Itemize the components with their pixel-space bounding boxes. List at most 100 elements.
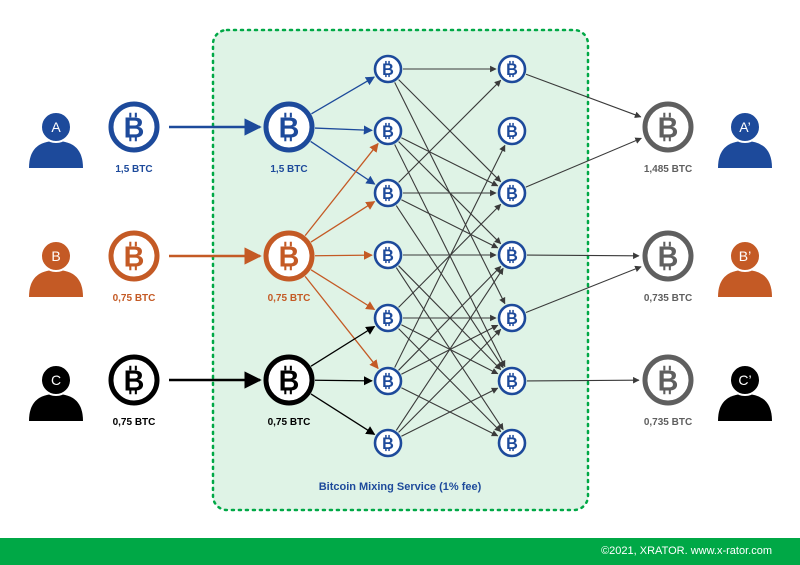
person-label: C’	[738, 372, 751, 388]
bitcoin-icon: B	[382, 310, 394, 328]
bitcoin-icon: B	[382, 61, 394, 79]
mix-input-edge	[310, 269, 376, 311]
payout-edge	[526, 252, 640, 260]
bitcoin-icon: B	[506, 185, 518, 203]
mixer-input-coin-c: B	[263, 354, 315, 406]
person-label: A	[51, 119, 61, 135]
bitcoin-icon: B	[382, 185, 394, 203]
user-icon	[718, 270, 772, 297]
bitcoin-icon: B	[279, 241, 300, 273]
mix-input-edge	[314, 376, 373, 386]
mix-input-edge	[311, 76, 375, 115]
payout-edge	[525, 73, 642, 118]
user-icon	[718, 394, 772, 421]
receiver-b2: B’	[718, 240, 772, 297]
mix-coin-stage2: B	[497, 366, 527, 396]
mix-input-edge	[310, 325, 376, 367]
receiver-c2: C’	[718, 364, 772, 421]
bitcoin-icon: B	[658, 365, 679, 397]
sender-amount: 0,75 BTC	[113, 293, 156, 304]
mix-edge	[401, 137, 499, 187]
mixing-diagram: A B B B C B B B B B B B B B B B B B B B B B B B A’ B B’ B C’ 1,5 BTC…	[29, 28, 772, 512]
mix-input-edge	[314, 125, 373, 135]
bitcoin-icon: B	[124, 241, 145, 273]
bitcoin-icon: B	[382, 373, 394, 391]
mix-input-edge	[304, 275, 379, 370]
bitcoin-icon: B	[506, 373, 518, 391]
receiver-amount: 0,735 BTC	[644, 293, 692, 304]
mix-coin-stage2: B	[497, 116, 527, 146]
mix-edge	[401, 199, 499, 249]
mix-coin-stage1: B	[373, 116, 403, 146]
user-icon	[29, 394, 83, 421]
receiver-amount: 0,735 BTC	[644, 417, 692, 428]
mixer-input-coin-a: B	[263, 101, 315, 153]
bitcoin-icon: B	[279, 365, 300, 397]
mix-input-edge	[310, 140, 376, 185]
mix-edge	[395, 205, 504, 369]
mix-edge	[398, 79, 502, 183]
payout-edge	[525, 137, 642, 188]
mix-coin-stage2: B	[497, 240, 527, 270]
person-label: A’	[739, 119, 750, 135]
user-icon	[29, 141, 83, 168]
user-icon	[29, 270, 83, 297]
bitcoin-icon: B	[658, 241, 679, 273]
sender-coin-c: B	[108, 354, 160, 406]
bitcoin-icon: B	[506, 61, 518, 79]
bitcoin-icon: B	[506, 435, 518, 453]
mix-input-edge	[310, 393, 376, 435]
transaction-edges	[169, 65, 642, 437]
mixer-input-amount: 0,75 BTC	[268, 417, 311, 428]
mix-input-edge	[304, 142, 379, 237]
sender-coin-a: B	[108, 101, 160, 153]
transaction-nodes: A B B B C B B B B B B B B B B B B B B B B B B B A’ B B’ B C’	[29, 54, 772, 458]
mix-edge	[398, 265, 502, 371]
bitcoin-icon: B	[124, 365, 145, 397]
footer-bar: ©2021, XRATOR. www.x-rator.com	[0, 538, 800, 565]
mix-coin-stage2: B	[497, 178, 527, 208]
bitcoin-icon: B	[382, 123, 394, 141]
mix-coin-stage1: B	[373, 178, 403, 208]
mixer-input-amount: 1,5 BTC	[270, 164, 307, 175]
receiver-coin-a2: B	[642, 101, 694, 153]
sender-a: A	[29, 111, 83, 168]
copyright-text: ©2021, XRATOR. www.x-rator.com	[601, 545, 772, 557]
user-icon	[718, 141, 772, 168]
bitcoin-icon: B	[382, 435, 394, 453]
sender-amount: 1,5 BTC	[115, 164, 152, 175]
mix-coin-stage2: B	[497, 303, 527, 333]
receiver-amount: 1,485 BTC	[644, 164, 692, 175]
mix-input-edge	[310, 201, 376, 243]
person-label: C	[51, 372, 61, 388]
mixer-input-coin-b: B	[263, 230, 315, 282]
sender-c: C	[29, 364, 83, 421]
bitcoin-icon: B	[124, 112, 145, 144]
sender-coin-b: B	[108, 230, 160, 282]
mix-coin-stage2: B	[497, 54, 527, 84]
receiver-coin-b2: B	[642, 230, 694, 282]
mix-edge	[401, 387, 499, 437]
bitcoin-icon: B	[506, 310, 518, 328]
amount-labels: 1,5 BTC 0,75 BTC 0,75 BTC 1,5 BTC 0,75 BTC 0,…	[113, 164, 693, 428]
mixing-service-label: Bitcoin Mixing Service (1% fee)	[319, 481, 482, 493]
sender-amount: 0,75 BTC	[113, 417, 156, 428]
mix-coin-stage1: B	[373, 428, 403, 458]
bitcoin-icon: B	[279, 112, 300, 144]
mix-edge	[395, 267, 504, 431]
mix-input-edge	[314, 250, 373, 260]
person-label: B	[51, 248, 60, 264]
receiver-a2: A’	[718, 111, 772, 168]
sender-b: B	[29, 240, 83, 297]
bitcoin-icon: B	[506, 247, 518, 265]
person-label: B’	[739, 248, 751, 264]
mix-coin-stage1: B	[373, 54, 403, 84]
bitcoin-icon: B	[382, 247, 394, 265]
mix-coin-stage1: B	[373, 240, 403, 270]
mix-edge	[394, 144, 506, 368]
mix-edge	[398, 328, 502, 433]
payout-edge	[526, 376, 640, 384]
mix-coin-stage1: B	[373, 366, 403, 396]
receiver-coin-c2: B	[642, 354, 694, 406]
bitcoin-icon: B	[506, 123, 518, 141]
